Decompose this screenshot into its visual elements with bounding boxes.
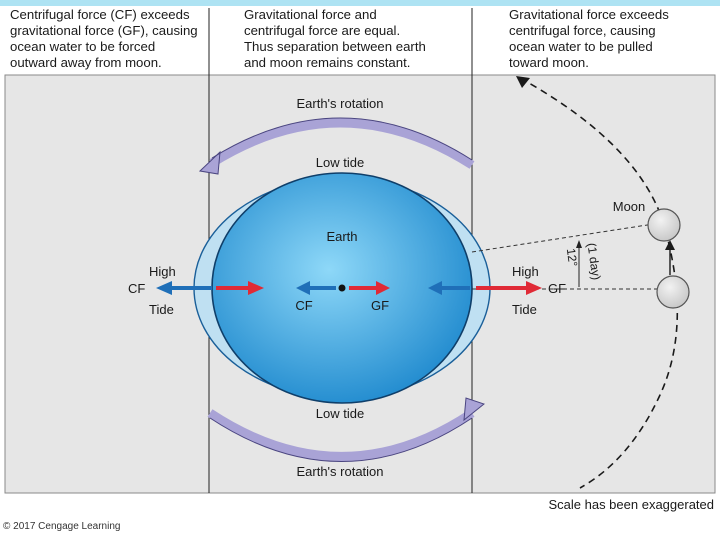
moon-orbit <box>519 77 679 489</box>
label-center-cf: CF <box>295 298 312 313</box>
label-rotation-top: Earth's rotation <box>296 96 383 111</box>
label-rotation-bottom: Earth's rotation <box>296 464 383 479</box>
scale-note: Scale has been exaggerated <box>548 497 714 512</box>
copyright-text: © 2017 Cengage Learning <box>3 521 121 532</box>
label-right-high: High <box>512 264 539 279</box>
moon-position-2 <box>656 275 690 309</box>
label-center-gf: GF <box>371 298 389 313</box>
label-moon: Moon <box>613 199 646 214</box>
top-color-bar <box>0 0 720 6</box>
label-left-high: High <box>149 264 176 279</box>
orbit-arrowhead <box>516 76 530 88</box>
label-left-cf: CF <box>128 281 145 296</box>
earth-moon-line-1 <box>471 222 661 253</box>
label-orbit-angle: 12° <box>564 247 580 267</box>
label-low-tide-top: Low tide <box>316 155 364 170</box>
rotation-arrow-top <box>209 118 475 169</box>
caption-left: Centrifugal force (CF) exceeds gravitati… <box>10 7 198 70</box>
moon-position-1 <box>647 208 681 242</box>
caption-middle: Gravitational force and centrifugal forc… <box>244 7 426 70</box>
rotation-arrow-bottom <box>207 409 475 461</box>
label-left-tide: Tide <box>149 302 174 317</box>
label-right-gf: GF <box>548 281 566 296</box>
label-earth: Earth <box>326 229 357 244</box>
caption-right: Gravitational force exceeds centrifugal … <box>509 7 669 70</box>
label-low-tide-bottom: Low tide <box>316 406 364 421</box>
earth-center-point <box>338 284 346 292</box>
rotation-arrowhead-bottom <box>463 397 486 422</box>
label-right-tide: Tide <box>512 302 537 317</box>
rotation-arrowhead-top <box>198 150 221 175</box>
label-orbit-period: (1 day) <box>584 242 603 281</box>
